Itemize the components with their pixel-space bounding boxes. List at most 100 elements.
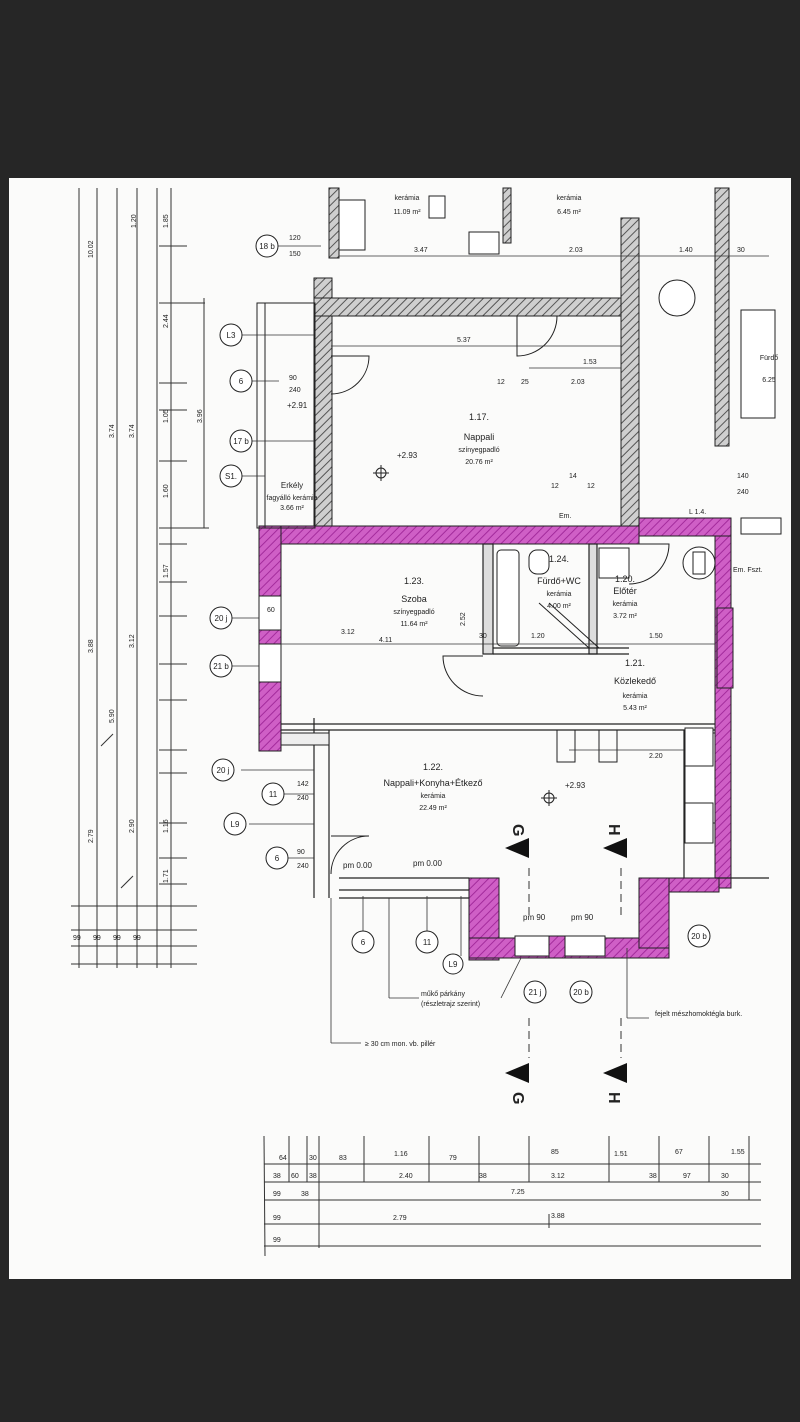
dim-left: 3.88: [88, 639, 95, 653]
room-floor-type: kerámia: [613, 601, 638, 608]
room-floor-type: színyegpadló: [458, 447, 499, 454]
room-floor-type: kerámia: [421, 793, 446, 800]
tag-label: 21 j: [529, 988, 542, 997]
dim-inner: 5.37: [457, 337, 471, 344]
room-area: 6.25: [762, 377, 776, 384]
dim-inner: 140: [737, 473, 749, 480]
stair: [538, 602, 600, 649]
dim-bottom: 7.25: [511, 1189, 525, 1196]
dim-left: 1.85: [163, 214, 170, 228]
room-123: 1.23. Szoba színyegpadló 11.64 m²: [393, 576, 434, 628]
dim-inner: 2.03: [569, 247, 583, 254]
elevation-value: +2.91: [287, 401, 308, 410]
top-rooms: kerámia 11.09 m² kerámia 6.45 m² Fürdő 6…: [393, 195, 778, 384]
floor-plan: 10.02 1.20 1.85 2.44 1.05 3.96 3.74 3.74…: [71, 187, 782, 1257]
left-dimension-ticks: [100, 245, 209, 889]
room-number: 1.17.: [469, 412, 489, 422]
left-dimension-values: 10.02 1.20 1.85 2.44 1.05 3.96 3.74 3.74…: [73, 214, 204, 942]
dim-inner: 150: [289, 251, 301, 258]
tag-label: 20 j: [215, 614, 228, 623]
dim-bottom: 2.40: [399, 1173, 413, 1180]
dim-bottom: 1.55: [731, 1149, 745, 1156]
reference-tags: [209, 234, 711, 1004]
dim-left: 3.96: [197, 409, 204, 423]
room-area: 11.64 m²: [400, 621, 428, 628]
room-name: Nappali+Konyha+Étkező: [383, 778, 482, 788]
tag-label: S1.: [225, 472, 237, 481]
tag-label: 20 b: [573, 988, 589, 997]
dim-inner: 4.11: [379, 637, 392, 644]
dim-inner: 30: [479, 633, 487, 640]
room-area: 20.76 m²: [465, 459, 493, 466]
room-area: 11.09 m²: [393, 209, 421, 216]
dim-inner: 60: [267, 607, 275, 614]
dim-left: 1.71: [163, 869, 170, 883]
dim-left: 10.02: [88, 240, 95, 258]
elevation-labels: +2.93 +2.93 +2.91 pm 0.00 pm 0.00 pm 90 …: [287, 401, 594, 922]
dim-inner: 1.50: [649, 633, 663, 640]
dim-inner: 2.52: [460, 612, 467, 626]
tag-label: 11: [269, 790, 278, 799]
annotation-parkany: (részletrajz szerint): [421, 1001, 480, 1008]
section-label-g: G: [509, 1092, 526, 1104]
dim-bottom: 30: [721, 1191, 729, 1198]
section-label-h: H: [605, 1092, 622, 1104]
tag-label: 20 b: [691, 932, 707, 941]
dim-bottom: 1.51: [614, 1151, 628, 1158]
room-area: 4.00 m²: [547, 603, 571, 610]
dim-left: 99: [133, 935, 141, 942]
dim-inner: 90: [297, 849, 305, 856]
annotation-parkany: műkő párkány: [421, 991, 465, 998]
elevation-value: pm 90: [523, 913, 546, 922]
dim-bottom: 64: [279, 1155, 287, 1162]
room-area: 3.66 m²: [280, 505, 304, 512]
dim-left: 1.60: [163, 484, 170, 498]
elevation-value: pm 90: [571, 913, 594, 922]
section-label-g: G: [509, 824, 526, 836]
dim-bottom: 99: [273, 1215, 281, 1222]
room-124: 1.24. Fürdő+WC kerámia 4.00 m²: [537, 554, 581, 610]
reference-tag-labels: 18 b L3 6 17 b S1. 20 j 21 b 20 j 11 L9 …: [213, 242, 707, 997]
room-floor-type: kerámia: [557, 195, 582, 202]
room-name: Erkély: [281, 481, 303, 490]
annotation-em: Em.: [559, 513, 572, 520]
section-label-h: H: [605, 824, 622, 836]
room-name: Nappali: [464, 432, 495, 442]
dim-left: 3.12: [129, 634, 136, 648]
dim-left: 1.20: [131, 214, 138, 228]
room-area: 3.72 m²: [613, 613, 637, 620]
room-floor-type: kerámia: [547, 591, 572, 598]
dim-bottom: 97: [683, 1173, 691, 1180]
annotation-cladding: fejelt mészhomoktégla burk.: [655, 1011, 742, 1018]
tag-label: L3: [227, 331, 236, 340]
room-name: Közlekedő: [614, 676, 656, 686]
dim-bottom: 99: [273, 1237, 281, 1244]
dim-bottom: 1.16: [394, 1151, 408, 1158]
dim-bottom: 3.88: [551, 1213, 565, 1220]
dim-bottom: 60: [291, 1173, 299, 1180]
dim-left: 1.05: [163, 409, 170, 423]
dim-inner: 25: [521, 379, 529, 386]
tag-label: L9: [449, 960, 458, 969]
tag-label: 6: [275, 854, 280, 863]
dim-left: 2.44: [163, 314, 170, 328]
dim-bottom: 30: [309, 1155, 317, 1162]
room-number: 1.23.: [404, 576, 424, 586]
elevation-value: +2.93: [397, 451, 418, 460]
dim-left: 99: [113, 935, 121, 942]
dim-bottom: 83: [339, 1155, 347, 1162]
openings: [258, 309, 782, 957]
dim-left: 3.74: [109, 424, 116, 438]
tag-label: 17 b: [233, 437, 249, 446]
dim-bottom: 38: [479, 1173, 487, 1180]
room-number: 1.24.: [549, 554, 569, 564]
dim-inner: 142: [297, 781, 309, 788]
interior-dimension-lines: [281, 255, 769, 751]
room-number: 1.21.: [625, 658, 645, 668]
dim-inner: 30: [737, 247, 745, 254]
fixtures: [338, 195, 716, 844]
dim-inner: 240: [297, 863, 309, 870]
room-name: Fürdő+WC: [537, 576, 581, 586]
tag-label: 21 b: [213, 662, 229, 671]
dim-inner: 240: [289, 387, 301, 394]
